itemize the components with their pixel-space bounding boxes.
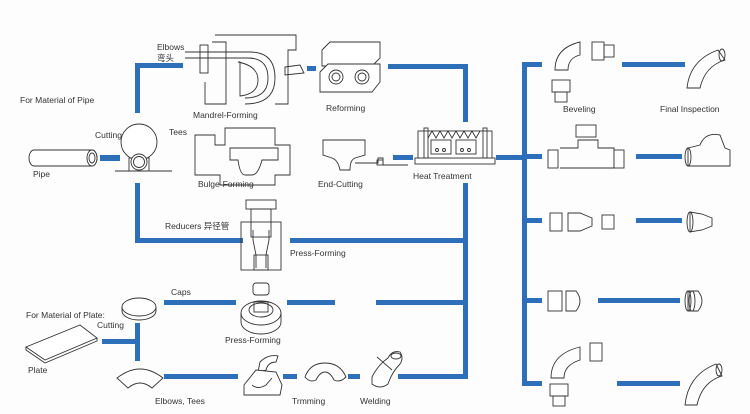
reforming-die-icon bbox=[319, 41, 381, 93]
flow-plate-to-cutting bbox=[102, 339, 136, 344]
welded-elbow-icon bbox=[371, 351, 403, 388]
flow-branch-tee bbox=[522, 154, 542, 159]
label-end-cutting: End-Cutting bbox=[318, 179, 363, 189]
label-pipe: Pipe bbox=[33, 169, 51, 179]
flow-plate-cutting-vertical bbox=[135, 323, 140, 361]
flow-final-cap bbox=[598, 298, 680, 303]
flow-trim-to-weld bbox=[348, 374, 360, 379]
plate-icon bbox=[25, 324, 98, 364]
label-press-forming-caps: Press-Forming bbox=[225, 335, 281, 345]
flow-cutting-up bbox=[135, 63, 140, 113]
flow-press-to-main bbox=[290, 238, 468, 243]
beveling-tee-icon bbox=[547, 124, 625, 169]
flow-final-reducer bbox=[636, 218, 682, 223]
label-heat-treatment: Heat Treatment bbox=[413, 171, 472, 181]
label-caps: Caps bbox=[171, 287, 191, 297]
flow-right-trunk bbox=[522, 62, 527, 386]
flow-final-tee bbox=[636, 154, 682, 159]
flow-lower-vertical bbox=[463, 300, 468, 379]
flow-pipe-to-cutting bbox=[100, 155, 120, 161]
flow-branch-elbow2 bbox=[522, 381, 542, 386]
flow-heat-to-trunk bbox=[496, 155, 524, 160]
beveling-reducer-icon bbox=[549, 212, 615, 232]
label-elbows-cn: 弯头 bbox=[157, 53, 175, 63]
finished-reducer-icon bbox=[686, 211, 713, 233]
section-heading-plate: For Material of Plate: bbox=[26, 310, 105, 320]
section-heading-pipe: For Material of Pipe bbox=[20, 95, 95, 105]
mandrel-forming-machine-icon bbox=[185, 34, 305, 105]
flow-main-vertical bbox=[463, 183, 468, 305]
finished-elbow-icon-2 bbox=[684, 363, 723, 406]
beveling-elbow-icon bbox=[551, 41, 615, 103]
label-elbows-tees: Elbows, Tees bbox=[155, 396, 205, 406]
flow-segment-to-press bbox=[164, 374, 238, 379]
finished-elbow-icon bbox=[686, 48, 726, 89]
flow-branch-reducer bbox=[522, 218, 542, 223]
flow-press-to-trim bbox=[283, 374, 297, 379]
label-plate-cutting: Cutting bbox=[97, 320, 124, 330]
label-tees: Tees bbox=[169, 127, 187, 137]
label-press-forming-reducers: Press-Forming bbox=[290, 248, 346, 258]
label-bulge-forming: Bulge-Forming bbox=[198, 179, 254, 189]
label-trimming: Trmming bbox=[292, 396, 326, 406]
flow-mandrel-to-reforming bbox=[307, 66, 316, 71]
pipe-icon bbox=[28, 149, 98, 167]
flow-branch-cap bbox=[522, 298, 542, 303]
label-final-inspection: Final Inspection bbox=[660, 104, 720, 114]
label-mandrel-forming: Mandrel-Forming bbox=[193, 110, 258, 120]
flow-cutting-down bbox=[135, 183, 140, 243]
pipe-cutter-icon bbox=[115, 123, 172, 172]
label-pipe-cutting: Cutting bbox=[95, 130, 122, 140]
label-beveling: Beveling bbox=[563, 104, 596, 114]
flow-reforming-right bbox=[388, 64, 466, 69]
flow-to-press-reducer bbox=[135, 238, 243, 243]
beveling-elbow-icon-2 bbox=[549, 342, 603, 407]
label-reforming: Reforming bbox=[326, 103, 366, 113]
cap-press-die-icon bbox=[240, 282, 282, 335]
finished-cap-icon bbox=[684, 290, 703, 312]
end-cutting-tee-icon bbox=[322, 139, 408, 171]
flow-cap-press-out-b bbox=[376, 300, 468, 305]
flow-weld-to-main bbox=[398, 374, 468, 379]
label-reducers: Reducers 异径管 bbox=[165, 221, 230, 231]
press-forming-die-icon bbox=[240, 199, 282, 271]
flow-cap-to-press bbox=[164, 300, 236, 305]
cap-blank-disc-icon bbox=[121, 297, 157, 321]
bulge-forming-die-icon bbox=[194, 127, 291, 186]
elbow-segment-blank-icon bbox=[116, 368, 164, 389]
label-welding: Welding bbox=[360, 396, 391, 406]
flow-lines bbox=[100, 62, 685, 386]
label-plate: Plate bbox=[28, 365, 48, 375]
finished-tee-icon bbox=[684, 134, 731, 167]
flow-endcut-to-heat bbox=[393, 155, 413, 160]
label-elbows: Elbows bbox=[157, 42, 185, 52]
flow-cap-press-out-a bbox=[287, 300, 335, 305]
flow-to-mandrel bbox=[135, 63, 183, 68]
flow-branch-elbow bbox=[522, 62, 542, 67]
flow-reforming-down bbox=[463, 64, 468, 122]
flow-final-elbow bbox=[622, 62, 685, 67]
heat-treatment-furnace-icon bbox=[414, 127, 496, 165]
trimmed-half-shell-icon bbox=[304, 362, 347, 382]
elbow-press-die-icon bbox=[243, 355, 283, 396]
beveling-cap-icon bbox=[547, 290, 581, 312]
flow-final-elbow2 bbox=[617, 381, 680, 386]
